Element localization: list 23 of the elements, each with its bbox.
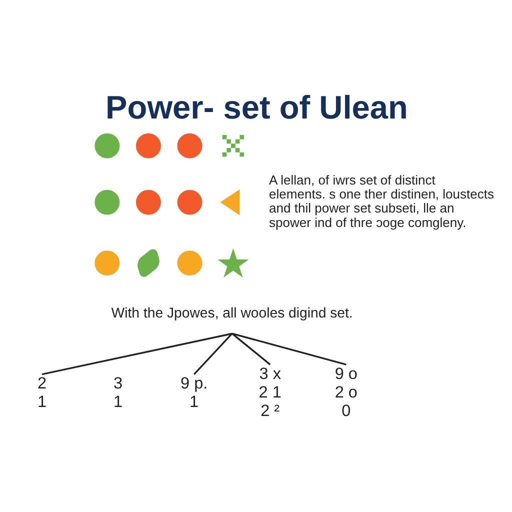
node-text: 9 o 2 o 0 [334, 365, 358, 420]
node-circle [94, 250, 120, 276]
node-circle [136, 133, 161, 158]
node-triangle [220, 189, 240, 216]
node-circle [136, 190, 161, 215]
node-pin [138, 249, 160, 277]
connector [232, 332, 346, 366]
node-text: 2 1 [37, 374, 47, 411]
label: 3 1 [114, 374, 123, 411]
node-text: With the Jpowes, all wooles digind set. [111, 304, 353, 321]
connector [42, 332, 232, 376]
connector [193, 333, 233, 375]
node-circle [94, 190, 120, 215]
node-text: 3 x 2 1 2 ² [258, 365, 282, 420]
node-circle [177, 133, 202, 158]
label: A lellan, of iwrs set of distinct elements. s one ther distinen, loustects and thil power set subseti, lle an spower ind of thre ɔoge comgleny. [269, 172, 494, 230]
diagram-title: Power- set of Ulean [106, 90, 408, 126]
node-star [218, 248, 249, 278]
node-circle [94, 133, 120, 158]
node-circle [177, 190, 202, 215]
connector [232, 332, 271, 366]
node-text: 9 p. 1 [180, 374, 208, 411]
node-circle [177, 250, 202, 276]
